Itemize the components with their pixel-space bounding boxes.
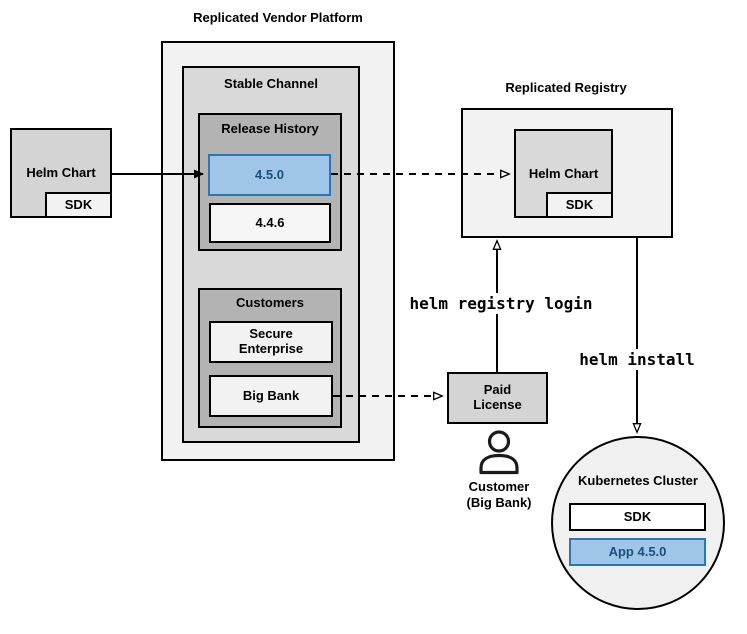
customer-item-big-bank: Big Bank — [209, 375, 333, 417]
person-icon — [479, 430, 519, 475]
release-history-title: Release History — [221, 121, 319, 136]
cluster-app-box: App 4.5.0 — [569, 538, 706, 566]
customer-caption-line1: Customer — [468, 479, 530, 494]
customers-title: Customers — [236, 295, 304, 310]
source-helm-chart-label: Helm Chart — [26, 165, 96, 180]
registry-title: Replicated Registry — [505, 80, 627, 95]
paid-license-box: Paid License — [447, 372, 548, 424]
kubernetes-cluster-title: Kubernetes Cluster — [578, 473, 698, 488]
helm-registry-login-command: helm registry login — [405, 293, 597, 314]
customer-caption-line2: (Big Bank) — [466, 495, 532, 510]
source-sdk-box: SDK — [45, 192, 112, 218]
paid-license-label: Paid License — [473, 382, 522, 412]
registry-helm-chart-label: Helm Chart — [528, 166, 599, 181]
registry-sdk-box: SDK — [546, 192, 613, 218]
stable-channel-title: Stable Channel — [224, 76, 318, 91]
customer-item-secure-enterprise: Secure Enterprise — [209, 321, 333, 363]
release-item-4-4-6: 4.4.6 — [209, 203, 331, 243]
cluster-sdk-box: SDK — [569, 503, 706, 531]
vendor-platform-title: Replicated Vendor Platform — [193, 10, 363, 25]
helm-install-command: helm install — [575, 349, 699, 370]
release-item-4-5-0: 4.5.0 — [208, 154, 331, 196]
